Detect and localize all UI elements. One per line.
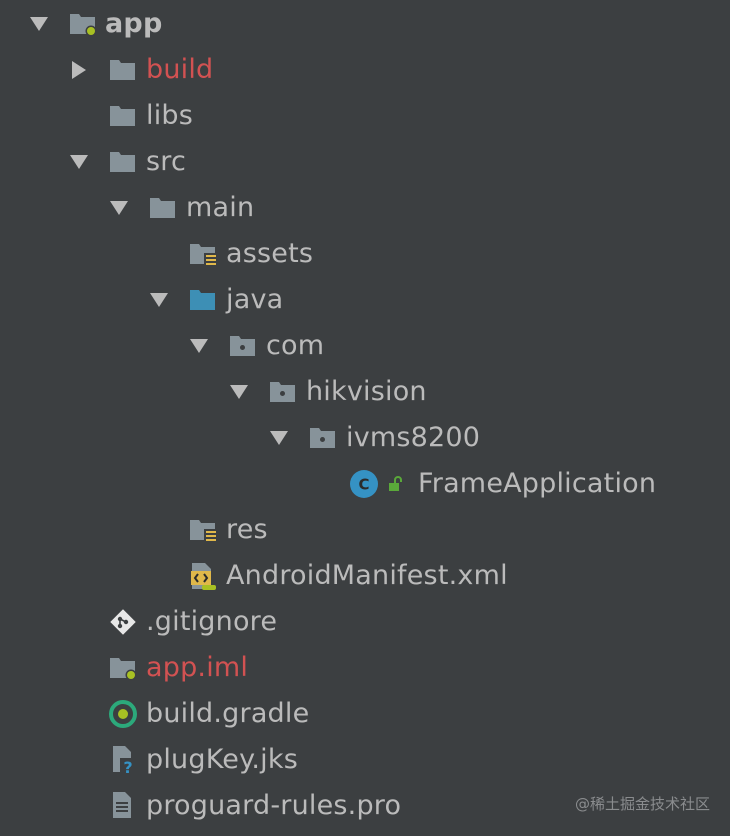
tree-item-label: AndroidManifest.xml [226, 560, 508, 591]
text-file-icon [108, 792, 138, 820]
module-folder-icon [108, 654, 138, 682]
tree-item-label: assets [226, 238, 314, 269]
tree-item-label: proguard-rules.pro [146, 790, 402, 821]
tree-item-label: FrameApplication [418, 468, 657, 499]
expand-arrow-down-icon[interactable] [228, 381, 250, 403]
module-folder-icon [68, 10, 98, 38]
unknown-file-icon: ? [108, 746, 138, 776]
manifest-file-icon [188, 562, 218, 590]
tree-item-label: build.gradle [146, 698, 310, 729]
expand-arrow-down-icon[interactable] [268, 427, 290, 449]
tree-item-label: res [226, 514, 268, 545]
package-icon [268, 378, 298, 406]
tree-item-plugkey[interactable]: ? plugKey.jks [0, 737, 730, 783]
tree-item-label: main [186, 192, 255, 223]
svg-text:?: ? [123, 758, 132, 776]
tree-item-label: app.iml [146, 652, 249, 683]
tree-item-assets[interactable]: assets [0, 231, 730, 277]
unlock-icon [384, 473, 406, 495]
tree-item-ivms8200[interactable]: ivms8200 [0, 415, 730, 461]
package-icon [308, 424, 338, 452]
tree-item-app[interactable]: app [0, 1, 730, 47]
tree-item-hikvision[interactable]: hikvision [0, 369, 730, 415]
resource-folder-icon [188, 516, 218, 544]
tree-item-label: libs [146, 100, 194, 131]
tree-item-label: java [226, 284, 284, 315]
tree-item-label: app [105, 8, 163, 39]
svg-text:C: C [358, 476, 369, 494]
tree-item-build-gradle[interactable]: build.gradle [0, 691, 730, 737]
folder-icon [108, 148, 138, 176]
tree-item-frame-application[interactable]: C FrameApplication [0, 461, 730, 507]
tree-item-java[interactable]: java [0, 277, 730, 323]
tree-item-label: com [266, 330, 325, 361]
tree-item-app-iml[interactable]: app.iml [0, 645, 730, 691]
class-icon: C [348, 468, 380, 500]
folder-icon [108, 102, 138, 130]
tree-item-label: src [146, 146, 187, 177]
tree-item-label: build [146, 54, 214, 85]
folder-icon [108, 56, 138, 84]
resource-folder-icon [188, 240, 218, 268]
expand-arrow-down-icon[interactable] [68, 151, 90, 173]
tree-item-gitignore[interactable]: .gitignore [0, 599, 730, 645]
git-icon [108, 608, 138, 636]
tree-item-src[interactable]: src [0, 139, 730, 185]
expand-arrow-down-icon[interactable] [28, 13, 50, 35]
package-icon [228, 332, 258, 360]
tree-item-label: ivms8200 [346, 422, 481, 453]
tree-item-proguard-rules[interactable]: proguard-rules.pro [0, 783, 730, 829]
tree-item-label: plugKey.jks [146, 744, 298, 775]
tree-item-label: hikvision [306, 376, 427, 407]
watermark: @稀土掘金技术社区 [574, 795, 710, 813]
tree-item-com[interactable]: com [0, 323, 730, 369]
tree-item-libs[interactable]: libs [0, 93, 730, 139]
expand-arrow-down-icon[interactable] [148, 289, 170, 311]
tree-item-build[interactable]: build [0, 47, 730, 93]
tree-item-main[interactable]: main [0, 185, 730, 231]
tree-item-android-manifest[interactable]: AndroidManifest.xml [0, 553, 730, 599]
tree-item-label: .gitignore [146, 606, 278, 637]
expand-arrow-right-icon[interactable] [68, 59, 90, 81]
gradle-icon [108, 700, 138, 728]
folder-icon [148, 194, 178, 222]
tree-item-res[interactable]: res [0, 507, 730, 553]
expand-arrow-down-icon[interactable] [108, 197, 130, 219]
source-folder-icon [188, 286, 218, 314]
expand-arrow-down-icon[interactable] [188, 335, 210, 357]
